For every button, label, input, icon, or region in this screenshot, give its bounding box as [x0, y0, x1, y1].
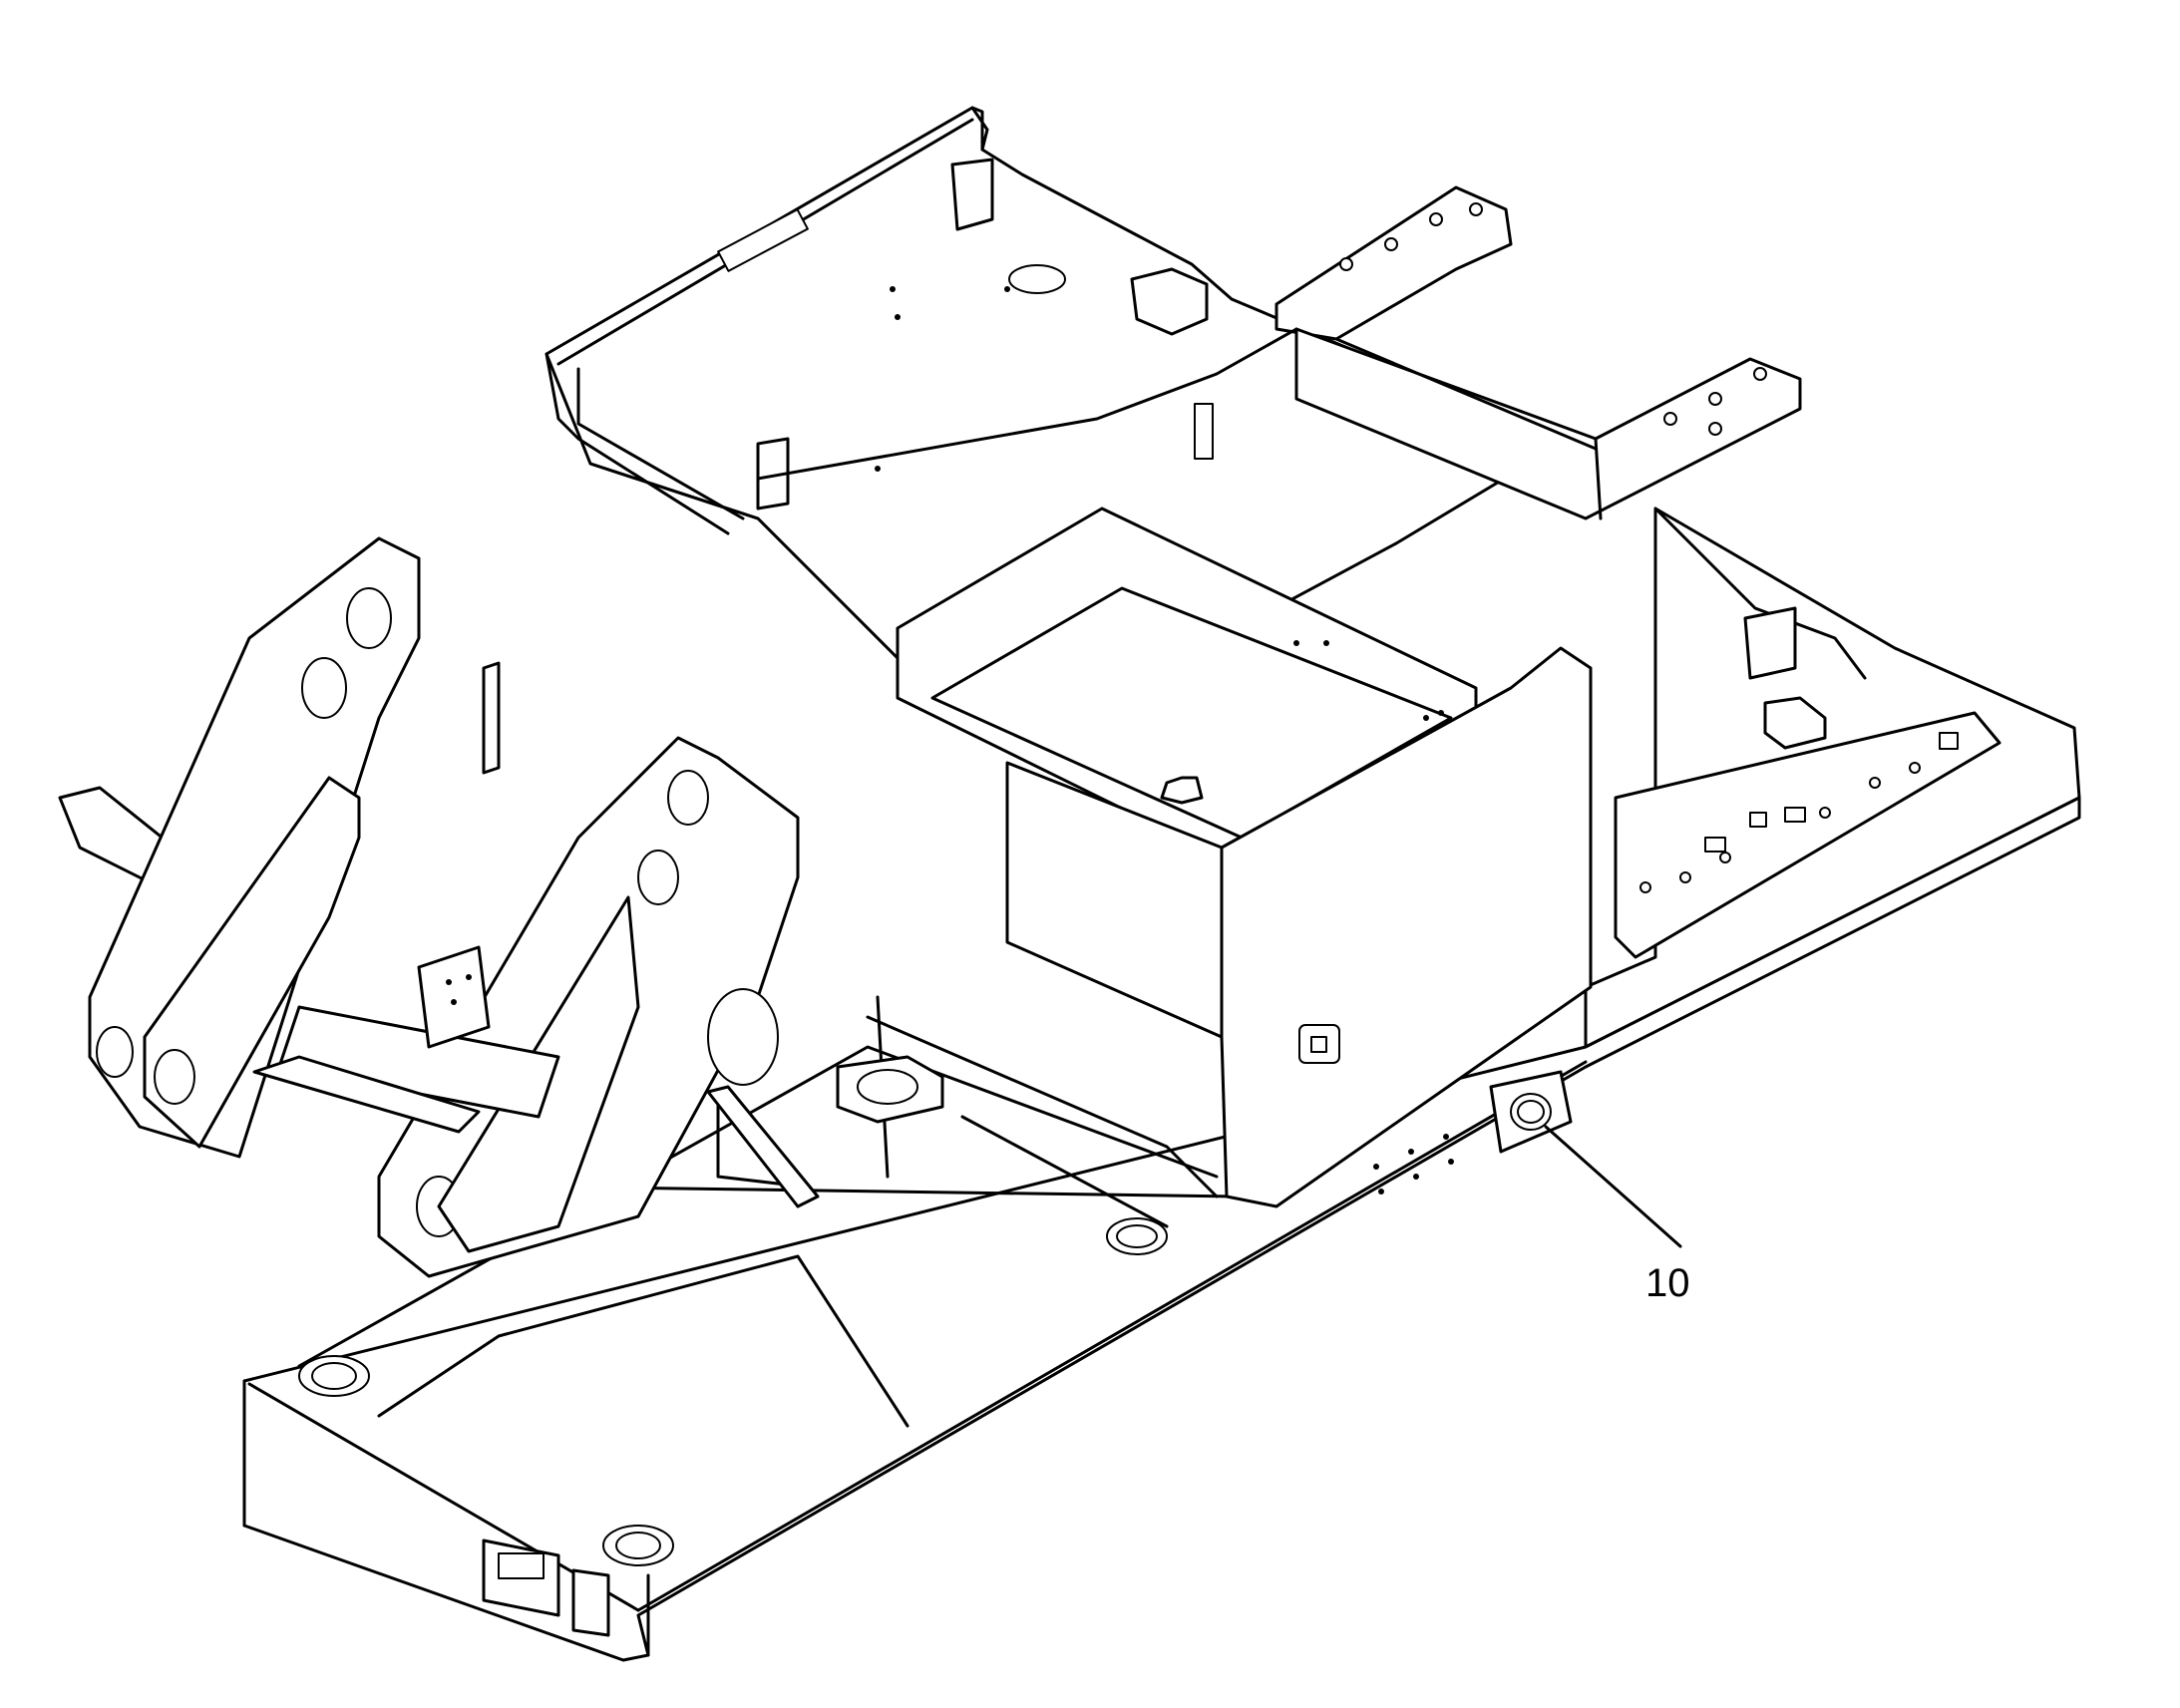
rear-upper-tray [545, 106, 1523, 690]
callout-10: 10 [1544, 1125, 1690, 1305]
callout-label: 10 [1645, 1261, 1690, 1305]
center-box [896, 507, 1593, 1208]
part-10-socket [1489, 1070, 1573, 1154]
main-long-beam [242, 796, 2081, 1662]
right-side-rail [1584, 507, 2081, 1049]
upper-cross-beam [756, 185, 1802, 520]
boom-brackets [58, 536, 820, 1278]
leader-line [1544, 1125, 1682, 1248]
